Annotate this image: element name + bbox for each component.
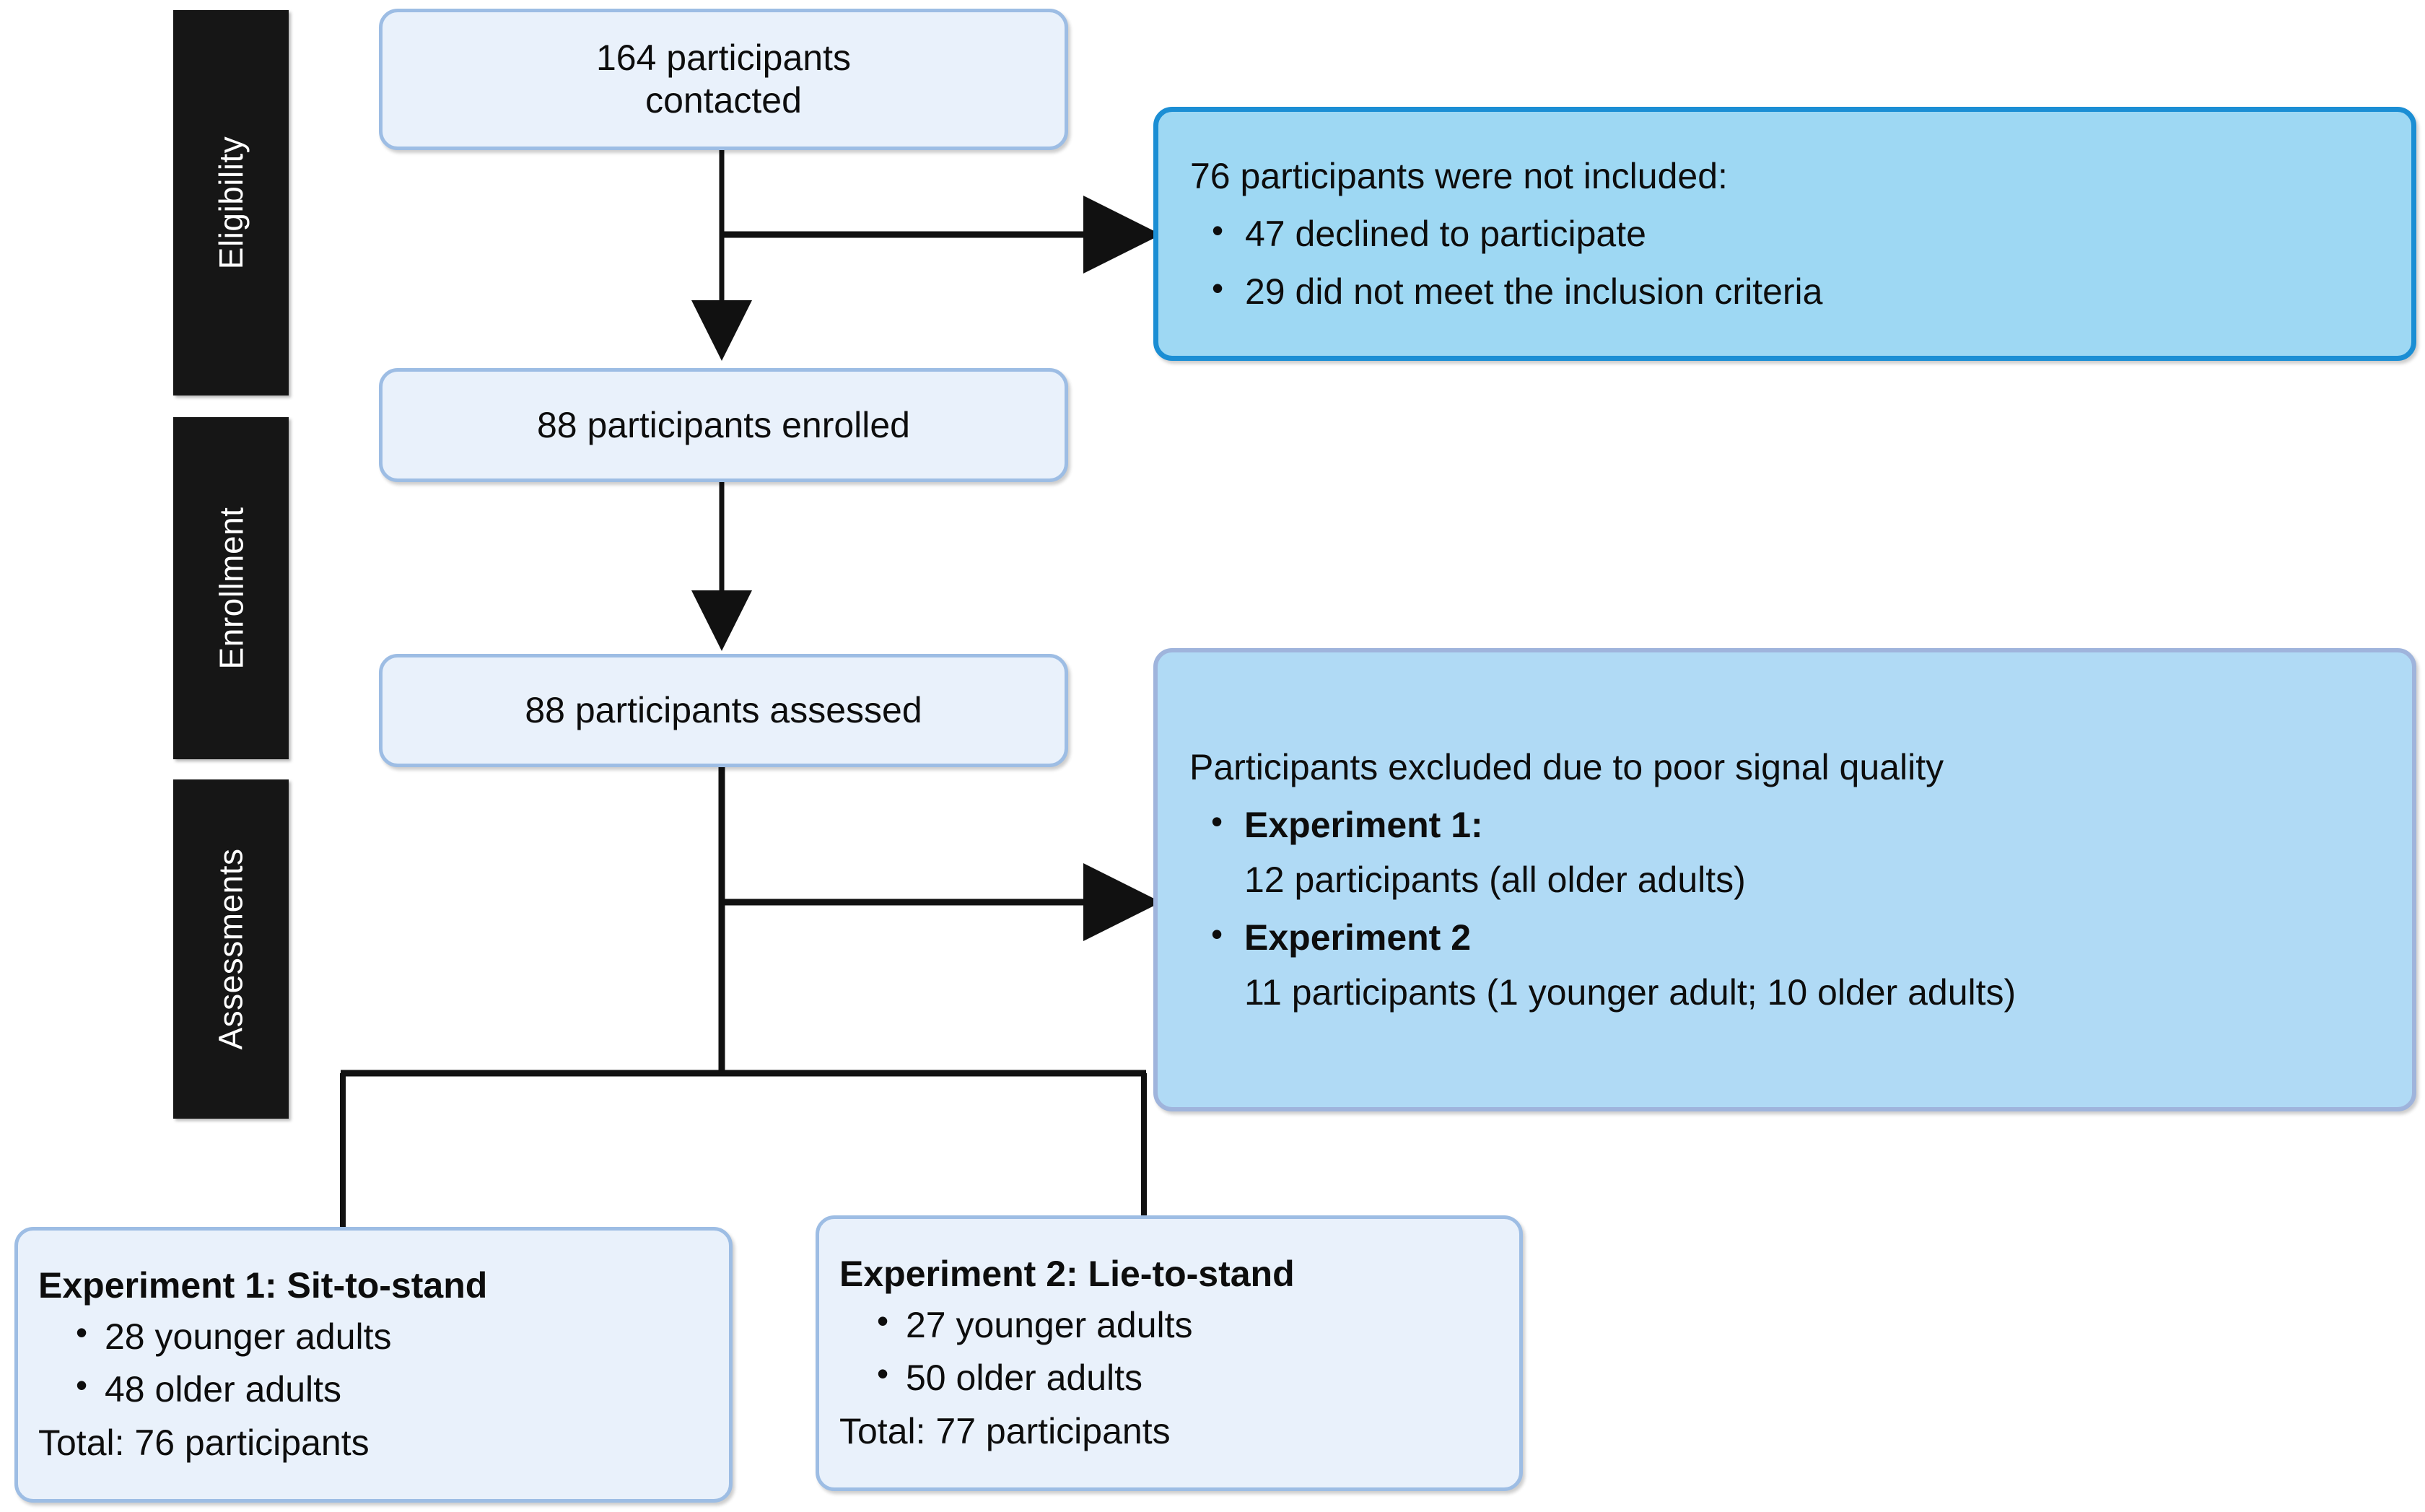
- list-item: 28 younger adults: [38, 1312, 709, 1360]
- phase-label-assessments: Assessments: [212, 848, 250, 1050]
- outcome-box-experiment-1: Experiment 1: Sit-to-stand 28 younger ad…: [14, 1227, 733, 1503]
- list-item: 48 older adults: [38, 1365, 709, 1412]
- outcome-experiment-2-total: Total: 77 participants: [839, 1411, 1171, 1452]
- exclusion-signal-quality-list: Experiment 1: 12 participants (all older…: [1189, 800, 2380, 1016]
- exclusion-signal-quality-item-2-label: Experiment 2: [1244, 917, 1472, 958]
- list-item: 50 older adults: [839, 1353, 1499, 1401]
- outcome-experiment-1-group-2: 48 older adults: [105, 1368, 342, 1410]
- list-item: 47 declined to participate: [1190, 209, 2380, 258]
- list-item: 29 did not meet the inclusion criteria: [1190, 266, 2380, 315]
- node-participants-contacted: 164 participants contacted: [379, 9, 1068, 150]
- outcome-experiment-1-groups: 28 younger adults 48 older adults: [38, 1312, 709, 1412]
- list-item: 27 younger adults: [839, 1301, 1499, 1348]
- outcome-experiment-1-title: Experiment 1: Sit-to-stand: [38, 1265, 488, 1306]
- outcome-experiment-1-total: Total: 76 participants: [38, 1423, 370, 1464]
- exclusion-eligibility-list: 47 declined to participate 29 did not me…: [1190, 209, 2380, 315]
- phase-block-eligibility: Eligibility: [173, 10, 289, 396]
- exclusion-eligibility-heading: 76 participants were not included:: [1190, 155, 1728, 196]
- outcome-experiment-2-groups: 27 younger adults 50 older adults: [839, 1301, 1499, 1401]
- outcome-experiment-2-title: Experiment 2: Lie-to-stand: [839, 1254, 1295, 1295]
- exclusion-eligibility-item-1: 47 declined to participate: [1245, 213, 1646, 254]
- phase-label-eligibility: Eligibility: [212, 136, 250, 270]
- node-participants-enrolled-text: 88 participants enrolled: [537, 404, 910, 445]
- exclusion-eligibility-item-2: 29 did not meet the inclusion criteria: [1245, 271, 1823, 312]
- phase-block-enrollment: Enrollment: [173, 417, 289, 759]
- node-participants-enrolled: 88 participants enrolled: [379, 368, 1068, 482]
- node-participants-contacted-text: 164 participants contacted: [595, 38, 851, 121]
- list-item: Experiment 1: 12 participants (all older…: [1189, 800, 2380, 904]
- node-participants-assessed-text: 88 participants assessed: [525, 690, 922, 730]
- exclusion-signal-quality-item-1-detail: 12 participants (all older adults): [1244, 859, 1746, 900]
- phase-block-assessments: Assessments: [173, 779, 289, 1119]
- outcome-experiment-1-group-1: 28 younger adults: [105, 1316, 392, 1358]
- exclusion-signal-quality-heading: Participants excluded due to poor signal…: [1189, 746, 1944, 787]
- list-item: Experiment 2 11 participants (1 younger …: [1189, 912, 2380, 1016]
- outcome-experiment-2-group-2: 50 older adults: [906, 1357, 1143, 1398]
- outcome-experiment-2-group-1: 27 younger adults: [906, 1305, 1193, 1346]
- exclusion-signal-quality-item-1-label: Experiment 1:: [1244, 804, 1483, 845]
- outcome-box-experiment-2: Experiment 2: Lie-to-stand 27 younger ad…: [816, 1215, 1523, 1491]
- exclusion-signal-quality-item-2-detail: 11 participants (1 younger adult; 10 old…: [1244, 971, 2017, 1013]
- exclusion-box-eligibility: 76 participants were not included: 47 de…: [1153, 107, 2416, 361]
- exclusion-box-signal-quality: Participants excluded due to poor signal…: [1153, 648, 2416, 1111]
- node-participants-assessed: 88 participants assessed: [379, 654, 1068, 767]
- phase-label-enrollment: Enrollment: [212, 507, 250, 670]
